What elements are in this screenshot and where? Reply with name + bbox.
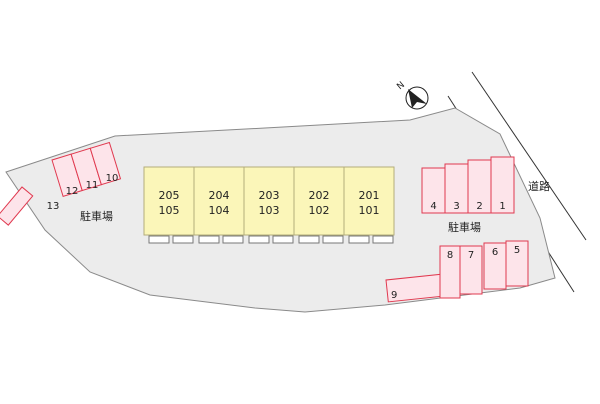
parking-left-group: 12 11 10 13 xyxy=(0,141,122,226)
parking-label-13: 13 xyxy=(47,201,60,212)
compass-label: N xyxy=(395,80,407,92)
parking-space-1[interactable] xyxy=(490,156,515,214)
entrance-step xyxy=(148,235,170,244)
parking-label-8: 8 xyxy=(447,250,453,261)
unit-number-upper: 201 xyxy=(359,189,380,202)
entrance-step xyxy=(172,235,194,244)
entrance-step xyxy=(198,235,220,244)
parking-label-9: 9 xyxy=(391,290,397,301)
entrance-step xyxy=(272,235,294,244)
entrance-step xyxy=(322,235,344,244)
parking-space-10[interactable] xyxy=(89,141,122,186)
parking-label-3: 3 xyxy=(453,201,459,212)
unit-number-upper: 203 xyxy=(259,189,280,202)
unit-block-204-104[interactable] xyxy=(193,166,245,236)
parking-label-11: 11 xyxy=(86,180,99,191)
unit-number-upper: 202 xyxy=(309,189,330,202)
parking-bottom-right-group: 9 8 7 6 5 xyxy=(385,240,529,303)
parking-space-13[interactable] xyxy=(0,186,34,226)
north-arrow-icon xyxy=(408,89,427,108)
parking-space-7[interactable] xyxy=(459,245,483,295)
entrance-step xyxy=(298,235,320,244)
parking-label-12: 12 xyxy=(66,186,79,197)
entrance-step xyxy=(248,235,270,244)
unit-number-upper: 205 xyxy=(159,189,180,202)
unit-number-lower: 105 xyxy=(159,204,180,217)
unit-number-lower: 103 xyxy=(259,204,280,217)
parking-label-4: 4 xyxy=(430,201,436,212)
parking-top-right-group: 4 3 2 1 xyxy=(421,156,515,214)
entrance-step xyxy=(222,235,244,244)
building: 205 105 204 104 203 103 202 102 201 101 xyxy=(143,166,395,244)
parking-label-10: 10 xyxy=(106,173,119,184)
parking-label-2: 2 xyxy=(476,201,482,212)
parking-space-5[interactable] xyxy=(505,240,529,287)
entrance-step xyxy=(372,235,394,244)
unit-block-203-103[interactable] xyxy=(243,166,295,236)
unit-block-202-102[interactable] xyxy=(293,166,345,236)
parking-label-1: 1 xyxy=(499,201,505,212)
road-label: 道路 xyxy=(528,179,550,193)
unit-number-lower: 104 xyxy=(209,204,230,217)
entrance-step xyxy=(348,235,370,244)
unit-number-lower: 102 xyxy=(309,204,330,217)
unit-block-201-101[interactable] xyxy=(343,166,395,236)
parking-label-7: 7 xyxy=(468,250,474,261)
parking-label-5: 5 xyxy=(514,245,520,256)
unit-number-upper: 204 xyxy=(209,189,230,202)
unit-number-lower: 101 xyxy=(359,204,380,217)
parking-label-6: 6 xyxy=(492,247,498,258)
parking-area-label-left: 駐車場 xyxy=(80,209,113,223)
road-line-outer xyxy=(471,71,587,241)
compass: N xyxy=(395,80,429,110)
parking-area-label-right: 駐車場 xyxy=(448,220,481,234)
